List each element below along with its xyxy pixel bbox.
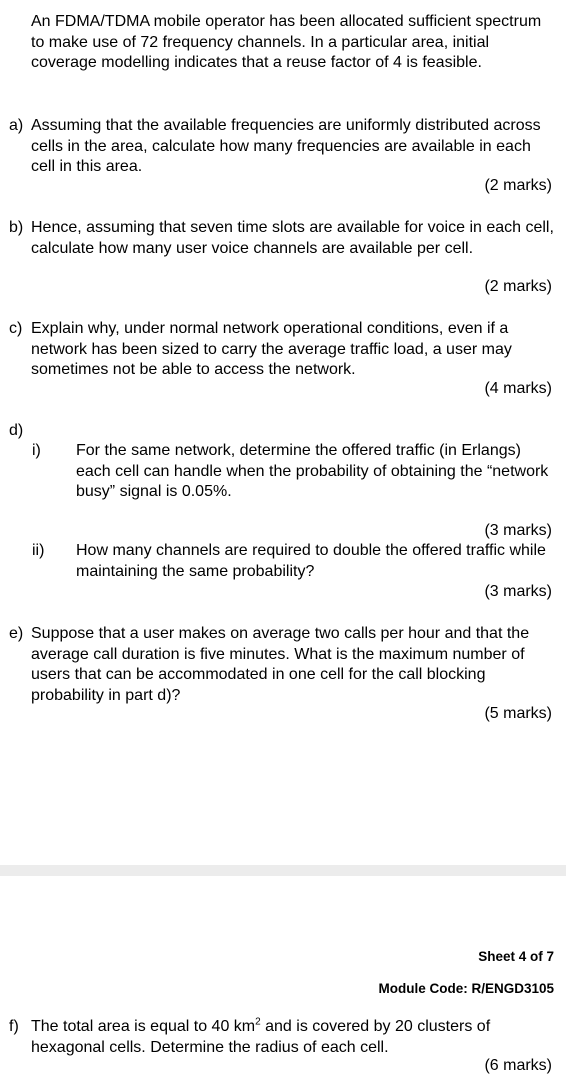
question-d-ii-text: How many channels are required to double… [76, 542, 546, 580]
question-b-marks: (2 marks) [484, 278, 552, 295]
question-b-text: Hence, assuming that seven time slots ar… [31, 219, 554, 257]
question-c-marks: (4 marks) [484, 380, 552, 397]
question-d-ii-marks: (3 marks) [484, 583, 552, 600]
question-e-text: Suppose that a user makes on average two… [31, 625, 530, 704]
question-f-superscript: 2 [255, 1016, 261, 1028]
question-f-label: f) [9, 1018, 19, 1035]
question-c-label: c) [9, 320, 23, 337]
question-f-marks: (6 marks) [484, 1057, 552, 1074]
question-a-label: a) [9, 117, 24, 134]
question-a-text: Assuming that the available frequencies … [31, 117, 541, 175]
question-d-i-marks: (3 marks) [484, 522, 552, 539]
question-c-text: Explain why, under normal network operat… [31, 320, 512, 378]
question-d-i-text: For the same network, determine the offe… [76, 442, 549, 500]
question-f-text-before: The total area is equal to 40 km [31, 1018, 256, 1035]
question-b-label: b) [9, 219, 24, 236]
sheet-number: Sheet 4 of 7 [478, 949, 554, 964]
page-separator [0, 865, 566, 876]
question-d-i-label: i) [32, 442, 41, 459]
question-e-marks: (5 marks) [484, 705, 552, 722]
question-a-marks: (2 marks) [484, 177, 552, 194]
module-code: Module Code: R/ENGD3105 [378, 981, 554, 996]
question-d-label: d) [9, 422, 24, 439]
intro-paragraph: An FDMA/TDMA mobile operator has been al… [31, 13, 542, 71]
question-e-label: e) [9, 625, 24, 642]
question-f-text: The total area is equal to 40 km2 and is… [31, 1017, 555, 1058]
question-d-ii-label: ii) [32, 542, 45, 559]
question-f-text-after: and is covered by 20 clusters of hexagon… [31, 1018, 491, 1056]
